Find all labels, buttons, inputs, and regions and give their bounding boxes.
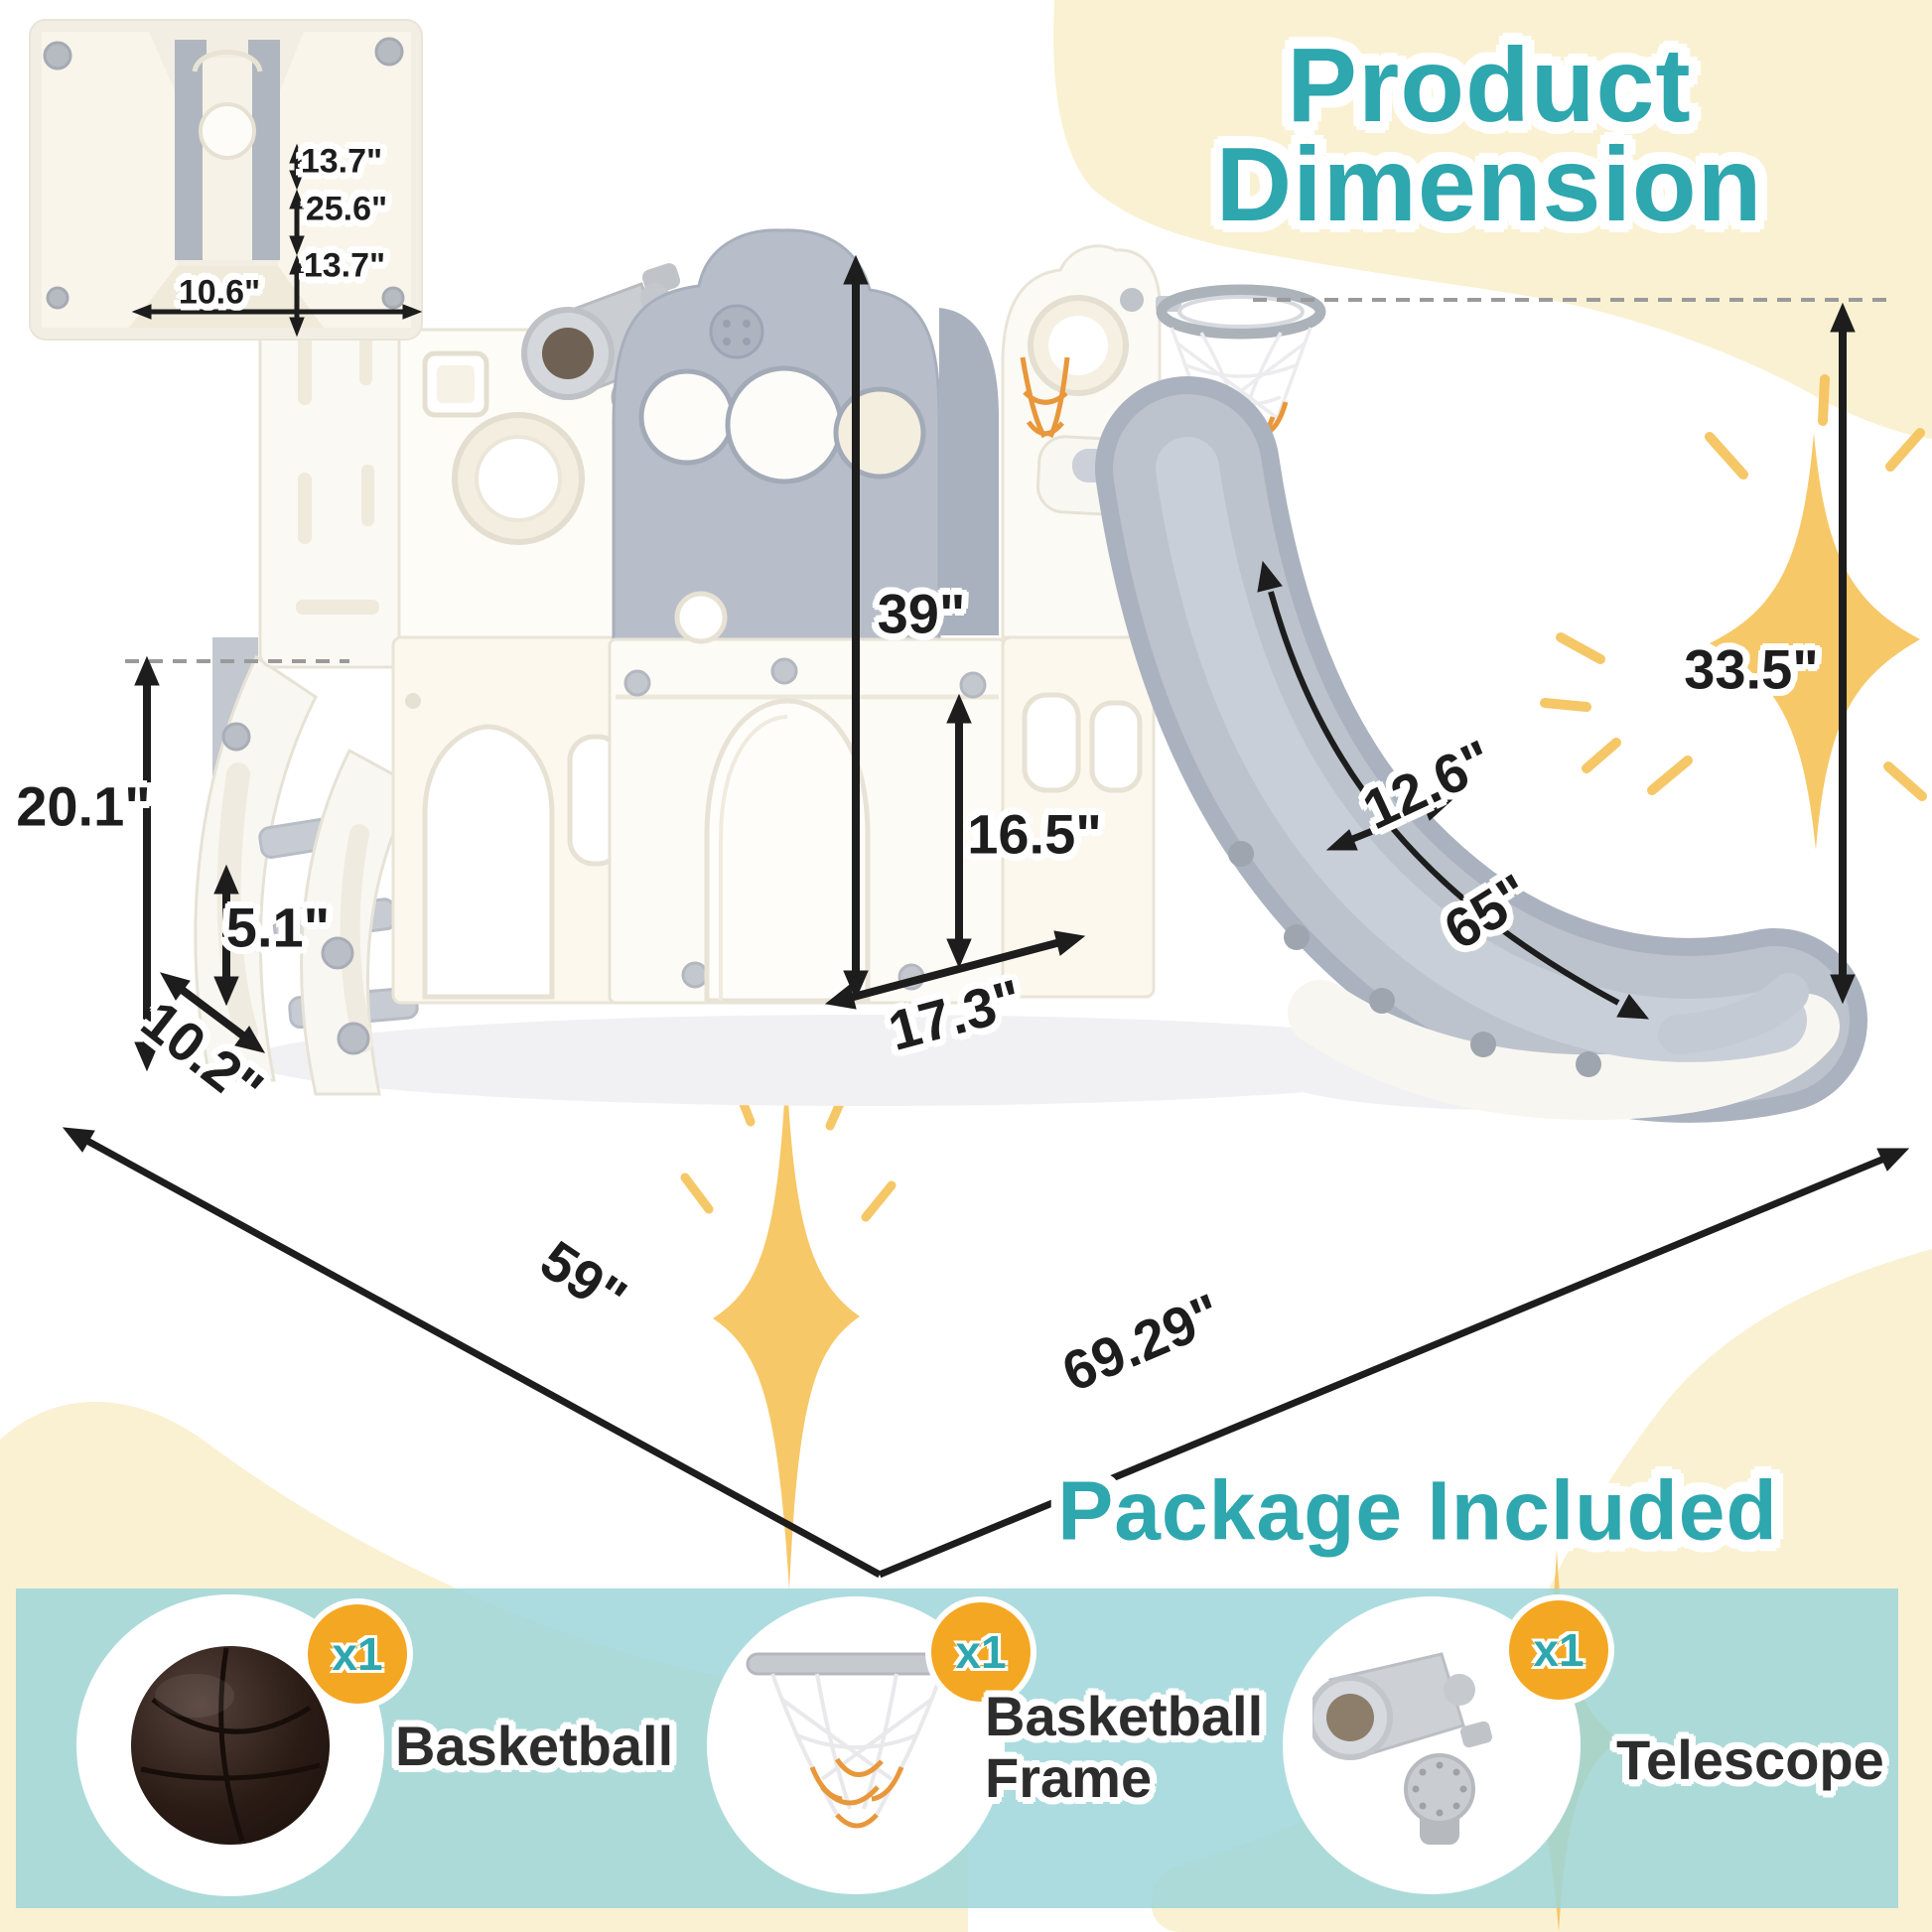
package-item-label-basketball-frame: Basketball Frame [985, 1685, 1264, 1809]
page-title: Product Dimension [1216, 33, 1763, 237]
basketball-frame-icon [743, 1640, 971, 1854]
inset-label-bottom: 13.7" [303, 246, 386, 285]
dimension-label-panel-height: 39" [877, 582, 966, 645]
quantity-badge-basketball: x1 [302, 1598, 413, 1710]
quantity-badge-telescope: x1 [1503, 1594, 1614, 1706]
product-photo-inset [29, 19, 423, 341]
page-title-line1: Product [1287, 27, 1692, 144]
inset-label-width: 10.6" [178, 273, 261, 312]
inset-label-middle: 25.6" [305, 190, 388, 228]
inset-label-gap-top: 13.7" [300, 142, 383, 181]
package-item-label-telescope: Telescope [1616, 1728, 1884, 1791]
dimension-lines [62, 143, 1910, 1579]
dimension-label-stair-height: 20.1" [16, 774, 151, 838]
dimension-label-step-rise: 5.1" [225, 896, 331, 959]
ground-shadow [248, 1015, 1479, 1106]
quantity-badge-basketball-frame: x1 [925, 1596, 1036, 1708]
playset-illustration [194, 228, 1867, 1123]
dimension-label-slide-height: 33.5" [1684, 637, 1819, 701]
telescope-icon [1308, 1640, 1551, 1863]
page-title-line2: Dimension [1215, 126, 1763, 243]
basketball-icon [123, 1638, 338, 1858]
package-title: Package Included [1057, 1463, 1778, 1558]
package-item-label-basketball: Basketball [395, 1715, 674, 1777]
dimension-label-arch-height: 16.5" [967, 802, 1102, 866]
